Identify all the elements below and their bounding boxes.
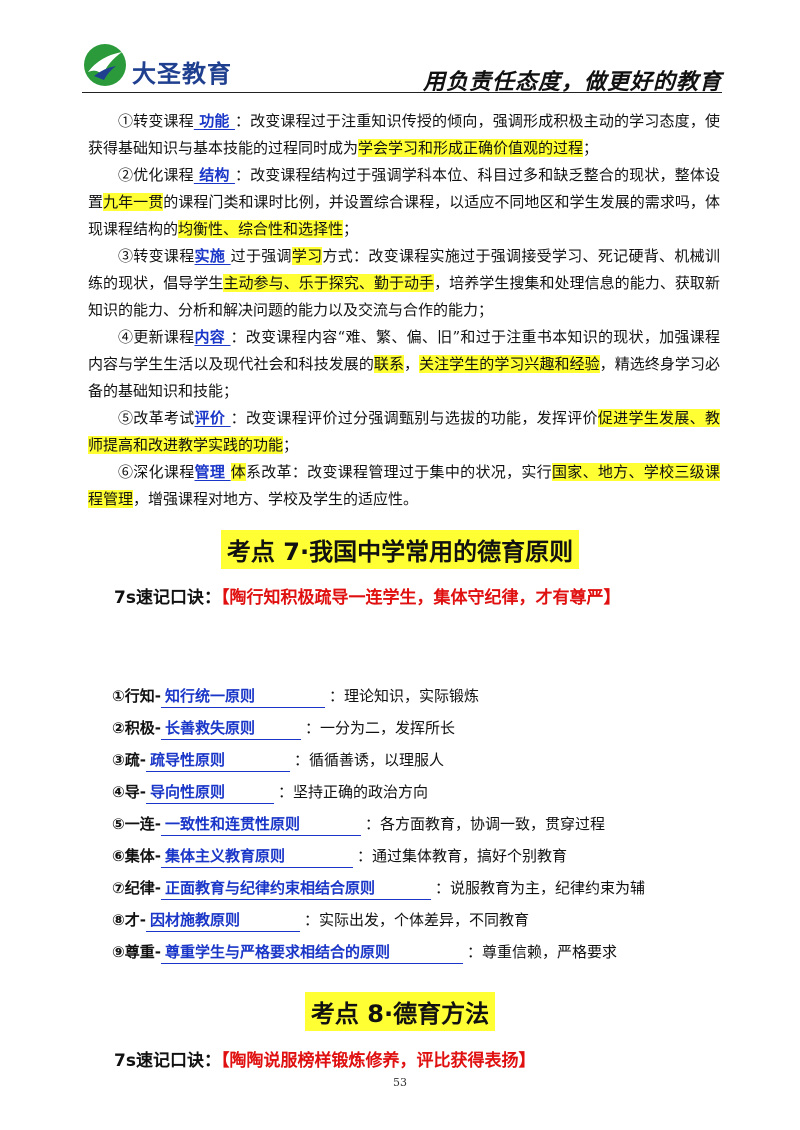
paragraph-text: 过于强调 xyxy=(230,247,292,265)
fill-in-answer: 实施 xyxy=(194,247,231,265)
section-7-mnemonic: 7s速记口诀：【陶行知积极疏导一连学生，集体守纪律，才有尊严】 xyxy=(114,583,620,608)
principle-row: ②积极- 长善救失原则：一分为二，发挥所长 xyxy=(112,717,712,749)
principle-key: ⑤一连- xyxy=(112,815,161,833)
paragraph-text: ：改变课程评价过分强调甄别与选拔的功能，发挥评价 xyxy=(230,409,598,427)
header-divider xyxy=(82,92,722,93)
principle-description: ：尊重信赖，严格要求 xyxy=(466,943,617,961)
principle-name: 因材施教原则 xyxy=(145,909,300,932)
principle-description: ：各方面教育，协调一致，贯穿过程 xyxy=(364,815,605,833)
paragraph-text: ， xyxy=(404,355,420,373)
principle-key: ⑧才- xyxy=(112,911,146,929)
principle-name: 尊重学生与严格要求相结合的原则 xyxy=(160,941,463,964)
paragraph-text: ④更新课程 xyxy=(118,328,195,346)
principle-row: ④导- 导向性原则：坚持正确的政治方向 xyxy=(112,781,712,813)
paragraph-text: ：改变课程过于注重知识传授的倾向，强调形成积极主动的学习态度，使获得基础知识与基… xyxy=(88,112,720,157)
principle-description: ：坚持正确的政治方向 xyxy=(277,783,428,801)
highlighted-text: 九年一贯 xyxy=(103,193,164,211)
principle-row: ⑧才- 因材施教原则：实际出发，个体差异，不同教育 xyxy=(112,909,712,941)
logo-icon xyxy=(84,44,126,86)
principle-row: ⑥集体- 集体主义教育原则：通过集体教育，搞好个别教育 xyxy=(112,845,712,877)
paragraph-text: ①转变课程 xyxy=(118,112,194,130)
highlighted-text: 学会学习和形成正确价值观的过程 xyxy=(358,139,584,157)
paragraph-text: ，增强课程对地方、学校及学生的适应性。 xyxy=(133,490,419,508)
paragraph-text: ，培养学生搜集和处理信息的能力、获取新知识的能力、分析和解决问题的能力以及交流与… xyxy=(88,274,720,319)
reform-paragraphs: ①转变课程 功能 ：改变课程过于注重知识传授的倾向，强调形成积极主动的学习态度，… xyxy=(88,108,720,513)
highlighted-text: 联系 xyxy=(373,355,405,373)
principle-name: 知行统一原则 xyxy=(160,685,325,708)
principle-description: ：实际出发，个体差异，不同教育 xyxy=(303,911,529,929)
section-8-heading: 考点 8·德育方法 xyxy=(0,992,800,1031)
highlighted-text: 关注学生的学习兴趣和经验 xyxy=(419,355,600,373)
paragraph-text: ； xyxy=(583,139,599,157)
paragraph-text: 的课程门类和课时比例，并设置综合课程，以适应不同地区和学生发展的需求吗，体现课程… xyxy=(88,193,720,238)
highlighted-text: 均衡性、综合性和选择性 xyxy=(178,220,344,238)
reform-paragraph: ②优化课程 结构 ：改变课程结构过于强调学科本位、科目过多和缺乏整合的现状，整体… xyxy=(88,162,720,243)
logo-text: 大圣教育 xyxy=(132,60,232,88)
paragraph-text: ； xyxy=(343,220,359,238)
principle-name: 集体主义教育原则 xyxy=(160,845,353,868)
section-8-title: 考点 8·德育方法 xyxy=(304,992,496,1031)
mnemonic-text: 【陶行知积极疏导一连学生，集体守纪律，才有尊严】 xyxy=(220,588,621,608)
principle-key: ④导- xyxy=(112,783,146,801)
principle-key: ⑨尊重- xyxy=(112,943,161,961)
principle-name: 正面教育与纪律约束相结合原则 xyxy=(160,877,431,900)
principle-row: ⑦纪律- 正面教育与纪律约束相结合原则：说服教育为主，纪律约束为辅 xyxy=(112,877,712,909)
principle-description: ：通过集体教育，搞好个别教育 xyxy=(356,847,567,865)
fill-in-answer: 功能 xyxy=(193,112,235,130)
page-header: 大圣教育 用负责任态度，做更好的教育 xyxy=(82,40,722,95)
principle-key: ③疏- xyxy=(112,751,146,769)
principle-description: ：说服教育为主，纪律约束为辅 xyxy=(434,879,645,897)
mnemonic-label: 7s速记口诀： xyxy=(114,1051,221,1071)
page-number: 53 xyxy=(393,1076,407,1089)
principle-row: ①行知- 知行统一原则：理论知识，实际锻炼 xyxy=(112,685,712,717)
paragraph-text: ③转变课程 xyxy=(118,247,195,265)
principle-name: 一致性和连贯性原则 xyxy=(160,813,361,836)
paragraph-text: ，精选终身学习必备的基础知识和技能； xyxy=(88,355,720,400)
mnemonic-text: 【陶陶说服榜样锻炼修养，评比获得表扬】 xyxy=(220,1051,536,1071)
principle-row: ③疏- 疏导性原则：循循善诱，以理服人 xyxy=(112,749,712,781)
fill-in-answer: 结构 xyxy=(193,166,235,184)
highlighted-text: 主动参与、乐于探究、勤于动手 xyxy=(223,274,435,292)
principle-description: ：一分为二，发挥所长 xyxy=(304,719,455,737)
principle-row: ⑨尊重- 尊重学生与严格要求相结合的原则：尊重信赖，严格要求 xyxy=(112,941,712,973)
paragraph-text: ：改变课程结构过于强调学科本位、科目过多和缺乏整合的现状，整体设置 xyxy=(88,166,720,211)
header-slogan: 用负责任态度，做更好的教育 xyxy=(422,69,722,95)
fill-in-answer: 评价 xyxy=(194,409,231,427)
section-8-mnemonic: 7s速记口诀：【陶陶说服榜样锻炼修养，评比获得表扬】 xyxy=(114,1046,535,1071)
mnemonic-label: 7s速记口诀： xyxy=(114,588,221,608)
principle-key: ⑦纪律- xyxy=(112,879,161,897)
principle-description: ：理论知识，实际锻炼 xyxy=(328,687,479,705)
reform-paragraph: ①转变课程 功能 ：改变课程过于注重知识传授的倾向，强调形成积极主动的学习态度，… xyxy=(88,108,720,162)
reform-paragraph: ⑥深化课程管理 体系改革：改变课程管理过于集中的状况，实行国家、地方、学校三级课… xyxy=(88,459,720,513)
principle-row: ⑤一连- 一致性和连贯性原则：各方面教育，协调一致，贯穿过程 xyxy=(112,813,712,845)
section-7-title: 考点 7·我国中学常用的德育原则 xyxy=(220,530,580,569)
principle-name: 疏导性原则 xyxy=(145,749,290,772)
reform-paragraph: ⑤改革考试评价 ：改变课程评价过分强调甄别与选拔的功能，发挥评价促进学生发展、教… xyxy=(88,405,720,459)
paragraph-text: 方式：改变课程实施过于强调接受学习、死记硬背、机械训练的现状，倡导学生 xyxy=(88,247,720,292)
paragraph-text: ⑥深化课程 xyxy=(118,463,195,481)
principle-key: ②积极- xyxy=(112,719,161,737)
highlighted-text: 体 xyxy=(230,463,246,481)
fill-in-answer: 内容 xyxy=(194,328,231,346)
paragraph-text: 系改革：改变课程管理过于集中的状况，实行 xyxy=(245,463,552,481)
reform-paragraph: ③转变课程实施 过于强调学习方式：改变课程实施过于强调接受学习、死记硬背、机械训… xyxy=(88,243,720,324)
paragraph-text: ； xyxy=(283,436,299,454)
highlighted-text: 学习 xyxy=(291,247,323,265)
section-7-heading: 考点 7·我国中学常用的德育原则 xyxy=(0,530,800,569)
reform-paragraph: ④更新课程内容 ：改变课程内容“难、繁、偏、旧”和过于注重书本知识的现状，加强课… xyxy=(88,324,720,405)
paragraph-text: ②优化课程 xyxy=(118,166,194,184)
principle-name: 导向性原则 xyxy=(145,781,274,804)
paragraph-text: ：改变课程内容“难、繁、偏、旧”和过于注重书本知识的现状，加强课程内容与学生生活… xyxy=(88,328,720,373)
principle-key: ①行知- xyxy=(112,687,161,705)
principle-name: 长善救失原则 xyxy=(160,717,301,740)
principle-description: ：循循善诱，以理服人 xyxy=(293,751,444,769)
principle-key: ⑥集体- xyxy=(112,847,161,865)
paragraph-text: ⑤改革考试 xyxy=(118,409,195,427)
fill-in-answer: 管理 xyxy=(194,463,231,481)
